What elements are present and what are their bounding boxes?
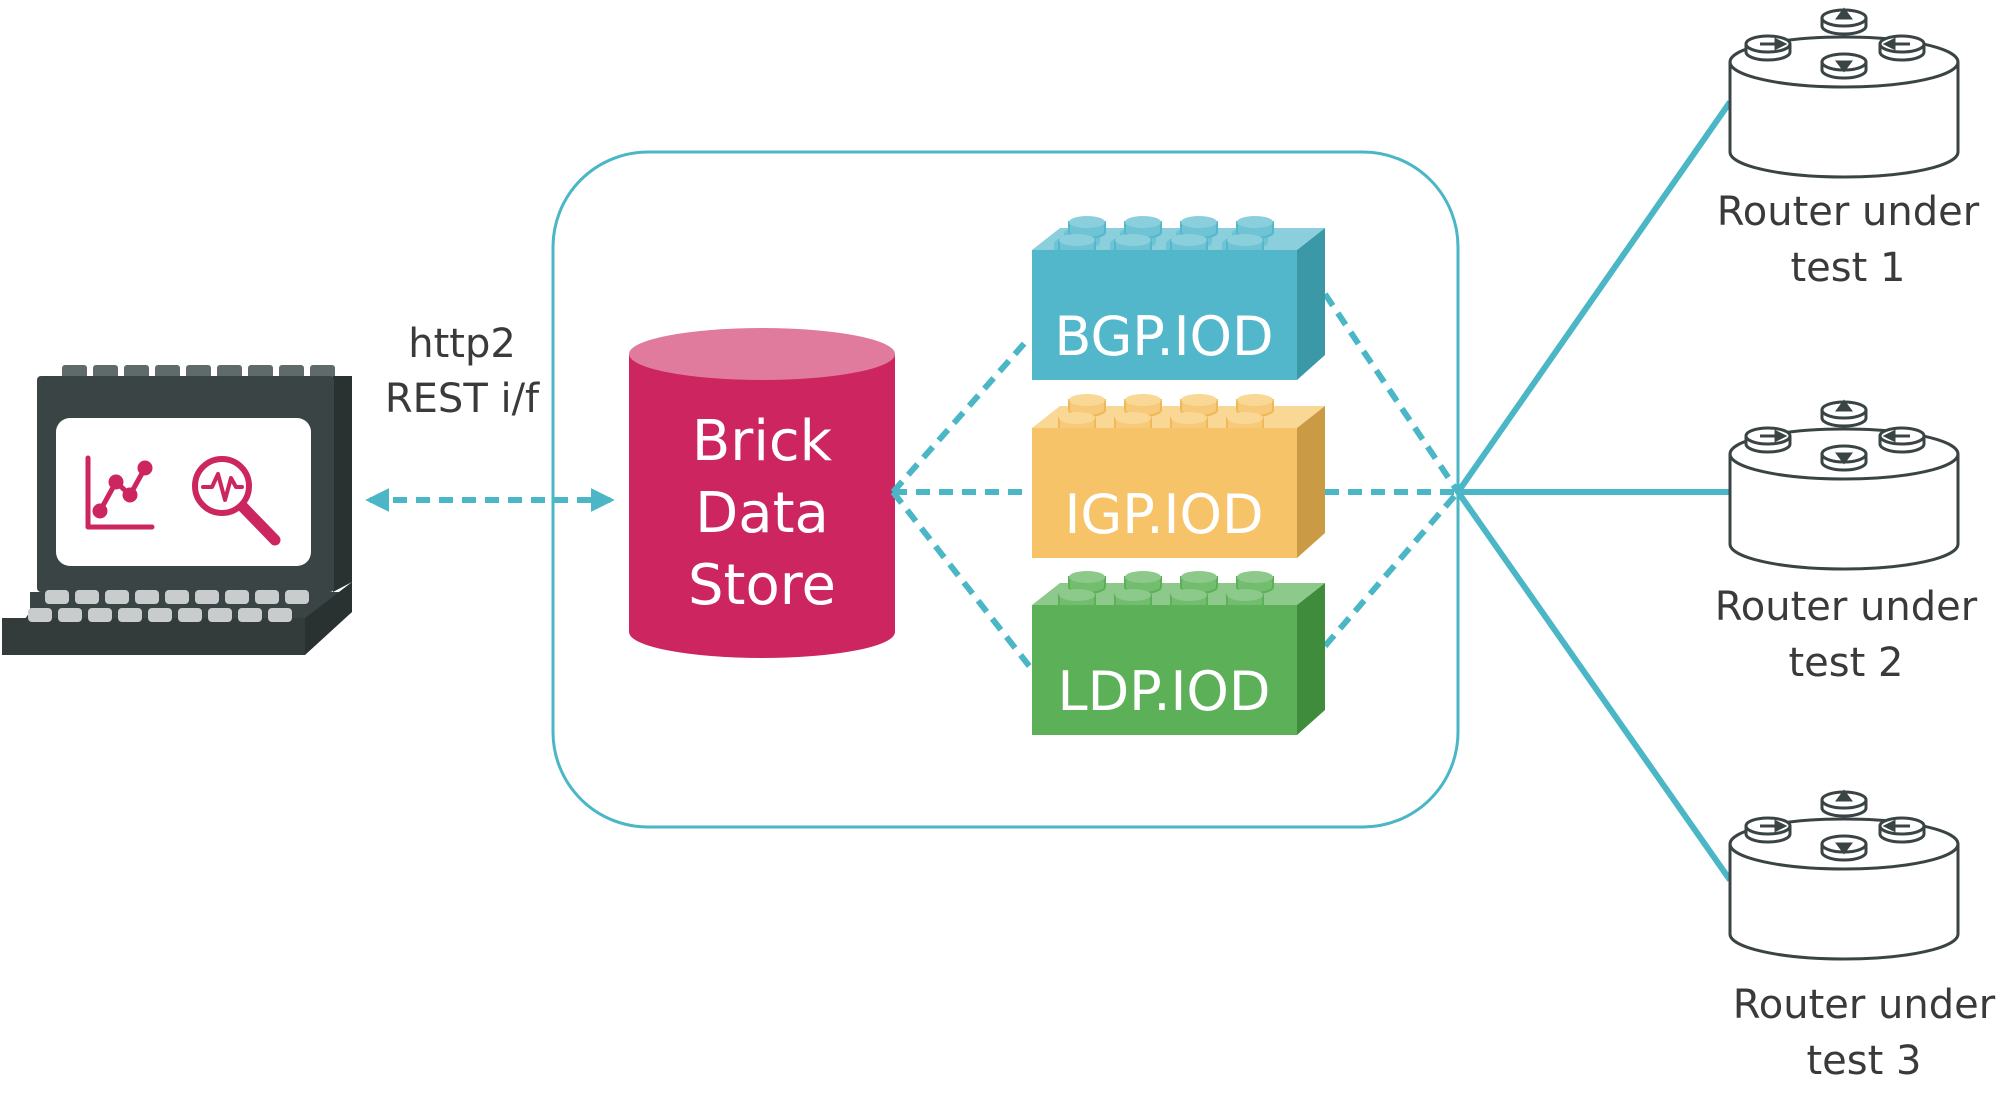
data-store-label-line1: Brick bbox=[692, 409, 833, 474]
magnify-pulse-icon bbox=[192, 456, 281, 546]
router-2-label-line1: Router under bbox=[1715, 584, 1978, 630]
igp-brick: IGP.IOD bbox=[1032, 394, 1325, 558]
router-icon bbox=[1728, 399, 1960, 571]
router-icon bbox=[1728, 7, 1960, 179]
data-store-body bbox=[629, 354, 895, 658]
protocol-label-line1: http2 bbox=[408, 321, 516, 367]
router-3-label-line2: test 3 bbox=[1807, 1038, 1922, 1084]
ldp-brick-label: LDP.IOD bbox=[1058, 660, 1271, 723]
laptop-base-side bbox=[305, 582, 352, 655]
laptop-icon bbox=[2, 365, 352, 655]
laptop-keys bbox=[28, 590, 309, 622]
router-icon bbox=[1728, 789, 1960, 961]
router-3-label-line1: Router under bbox=[1733, 982, 1996, 1028]
laptop-base-front bbox=[2, 618, 305, 655]
data-store-top bbox=[629, 328, 895, 380]
data-store-label-line3: Store bbox=[688, 553, 836, 618]
hub-router-links bbox=[1455, 100, 1733, 882]
line-chart-icon bbox=[85, 455, 155, 530]
bgp-brick-label: BGP.IOD bbox=[1054, 305, 1273, 368]
laptop-screen-side bbox=[333, 376, 352, 592]
protocol-label-line2: REST i/f bbox=[385, 376, 540, 422]
data-store-label-line2: Data bbox=[695, 481, 829, 546]
brick-hub-links bbox=[1322, 292, 1461, 648]
igp-brick-label: IGP.IOD bbox=[1064, 483, 1263, 546]
router-2-label-line2: test 2 bbox=[1789, 640, 1904, 686]
router-1-label-line1: Router under bbox=[1717, 189, 1980, 235]
ldp-brick: LDP.IOD bbox=[1032, 571, 1325, 735]
router-1-label-line2: test 1 bbox=[1791, 245, 1906, 291]
store-brick-links bbox=[890, 335, 1033, 669]
data-store-cylinder: Brick Data Store bbox=[629, 328, 895, 658]
bgp-brick: BGP.IOD bbox=[1032, 216, 1325, 380]
